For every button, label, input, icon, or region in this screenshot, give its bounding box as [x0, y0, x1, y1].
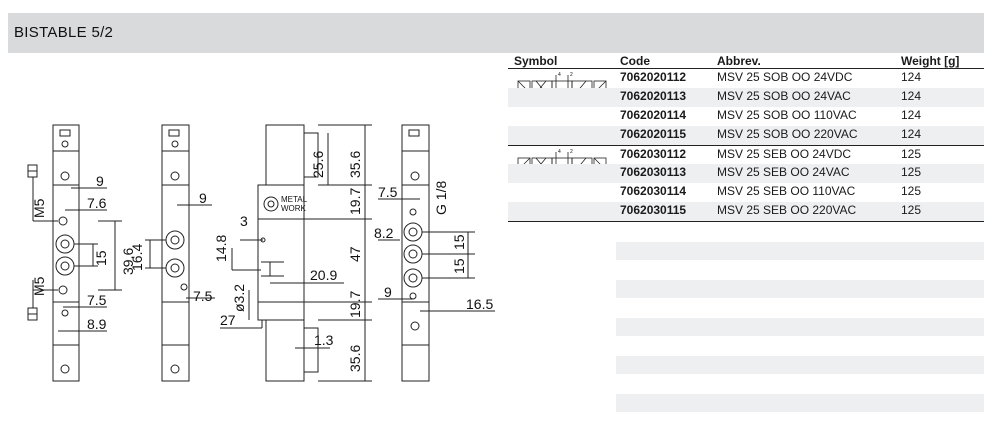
- table-row: 7062020115 MSV 25 SOB OO 220VAC 124: [508, 125, 984, 146]
- dim-label: 7.6: [87, 195, 107, 211]
- product-abbrev: MSV 25 SEB OO 24VAC: [717, 165, 850, 180]
- table-row: 7062030115 MSV 25 SEB OO 220VAC 125: [508, 202, 984, 223]
- port-label: 2: [570, 149, 573, 155]
- table-row: 7062030112 MSV 25 SEB OO 24VDC 125: [508, 146, 984, 165]
- dim-label: 9: [96, 173, 104, 189]
- logo-text: WORK: [281, 204, 307, 213]
- dim-label: 16.5: [466, 296, 493, 312]
- dim-label: 7.5: [87, 292, 107, 308]
- empty-row: [616, 356, 984, 374]
- dim-label: ø3.2: [231, 284, 247, 312]
- view-4-side: [378, 124, 495, 382]
- product-weight: 125: [901, 146, 922, 161]
- dim-label: 25.6: [310, 151, 326, 178]
- dim-label: 14.8: [213, 235, 229, 262]
- dim-label: 7.5: [193, 288, 213, 304]
- port-label: 4: [558, 149, 561, 155]
- dim-label: 8.9: [87, 316, 107, 332]
- dim-label: 1.3: [314, 332, 334, 348]
- table-group-seb: 4 2 5 1 3 7062030112 MSV 25 SEB OO 24VDC…: [508, 146, 984, 223]
- view-3-front: [220, 124, 372, 382]
- dim-label: 9: [384, 284, 392, 300]
- table-header: Symbol Code Abbrev. Weight [g]: [508, 53, 984, 69]
- col-header-code: Code: [620, 54, 650, 68]
- product-abbrev: MSV 25 SEB OO 220VAC: [717, 203, 857, 218]
- dim-label: 19.7: [347, 188, 363, 215]
- view-2-dims: 9 16.4 7.5: [129, 190, 213, 304]
- dim-label: 3: [240, 213, 248, 229]
- dim-label: 15: [451, 234, 467, 250]
- dim-label: 19.7: [347, 291, 363, 318]
- dim-label: 15: [93, 250, 109, 266]
- empty-row: [616, 280, 984, 298]
- product-abbrev: MSV 25 SOB OO 24VAC: [717, 88, 851, 103]
- view-3-logo: METAL WORK: [281, 195, 308, 213]
- product-abbrev: MSV 25 SEB OO 110VAC: [717, 184, 856, 199]
- table-row: 7062030114 MSV 25 SEB OO 110VAC 125: [508, 183, 984, 202]
- product-weight: 125: [901, 165, 922, 180]
- col-header-symbol: Symbol: [514, 54, 558, 68]
- dim-label: M5: [31, 198, 47, 218]
- product-weight: 124: [901, 126, 922, 141]
- product-code: 7062030114: [620, 184, 687, 199]
- view-3-dims: 35.6 25.6 19.7 3 14.8 47 20.9 ø3.2 27 19…: [213, 151, 363, 372]
- product-weight: 124: [901, 107, 922, 122]
- table-group-sob: 4 2 5 1 3 7062020112 MSV 25 SOB OO 24VDC…: [508, 69, 984, 146]
- dim-label: 8.2: [374, 225, 394, 241]
- product-code: 7062020115: [620, 126, 687, 141]
- dim-label: 9: [199, 190, 207, 206]
- dim-label: M5: [31, 276, 47, 296]
- dim-label: 20.9: [310, 267, 337, 283]
- page-title: BISTABLE 5/2: [14, 24, 114, 41]
- product-code: 7062020114: [620, 107, 687, 122]
- view-4-dims: 7.5 G 1/8 8.2 15 15 9 16.5: [374, 181, 493, 312]
- dim-label: 47: [347, 246, 363, 262]
- product-table: Symbol Code Abbrev. Weight [g] 4 2 5 1 3: [508, 53, 984, 223]
- product-abbrev: MSV 25 SOB OO 24VDC: [717, 70, 853, 84]
- product-code: 7062020113: [620, 88, 687, 103]
- product-abbrev: MSV 25 SOB OO 220VAC: [717, 126, 858, 141]
- dim-label: 39.6: [120, 248, 136, 275]
- dim-label: G 1/8: [433, 181, 449, 215]
- dim-label: 35.6: [347, 151, 363, 178]
- empty-row: [616, 242, 984, 260]
- product-weight: 124: [901, 88, 922, 103]
- product-code: 7062030112: [620, 146, 687, 161]
- view-1-side: [27, 124, 122, 382]
- port-label: 2: [570, 72, 573, 78]
- view-1-dims: M5 9 7.6 39.6 15 M5 7.5 8.9: [31, 173, 136, 332]
- dim-label: 16.4: [129, 244, 145, 271]
- logo-text: METAL: [281, 195, 308, 204]
- product-code: 7062030115: [620, 203, 687, 218]
- dim-label: 27: [220, 312, 236, 328]
- table-row: 7062020114 MSV 25 SOB OO 110VAC 124: [508, 107, 984, 126]
- table-row: 7062020112 MSV 25 SOB OO 24VDC 124: [508, 69, 984, 88]
- dim-label: 35.6: [347, 345, 363, 372]
- product-weight: 125: [901, 203, 922, 218]
- header-band: [8, 13, 984, 53]
- empty-row: [616, 318, 984, 336]
- product-code: 7062020112: [620, 70, 687, 84]
- empty-row: [616, 394, 984, 412]
- product-weight: 125: [901, 184, 922, 199]
- table-row: 7062020113 MSV 25 SOB OO 24VAC 124: [508, 87, 984, 107]
- dim-label: 15: [451, 258, 467, 274]
- col-header-abbrev: Abbrev.: [717, 54, 761, 68]
- product-abbrev: MSV 25 SOB OO 110VAC: [717, 107, 857, 122]
- product-weight: 124: [901, 70, 922, 84]
- view-2-side: [145, 124, 215, 382]
- dim-label: 7.5: [378, 184, 398, 200]
- product-abbrev: MSV 25 SEB OO 24VDC: [717, 146, 852, 161]
- port-label: 4: [558, 72, 561, 78]
- table-row: 7062030113 MSV 25 SEB OO 24VAC 125: [508, 164, 984, 184]
- product-code: 7062030113: [620, 165, 687, 180]
- col-header-weight: Weight [g]: [901, 54, 960, 68]
